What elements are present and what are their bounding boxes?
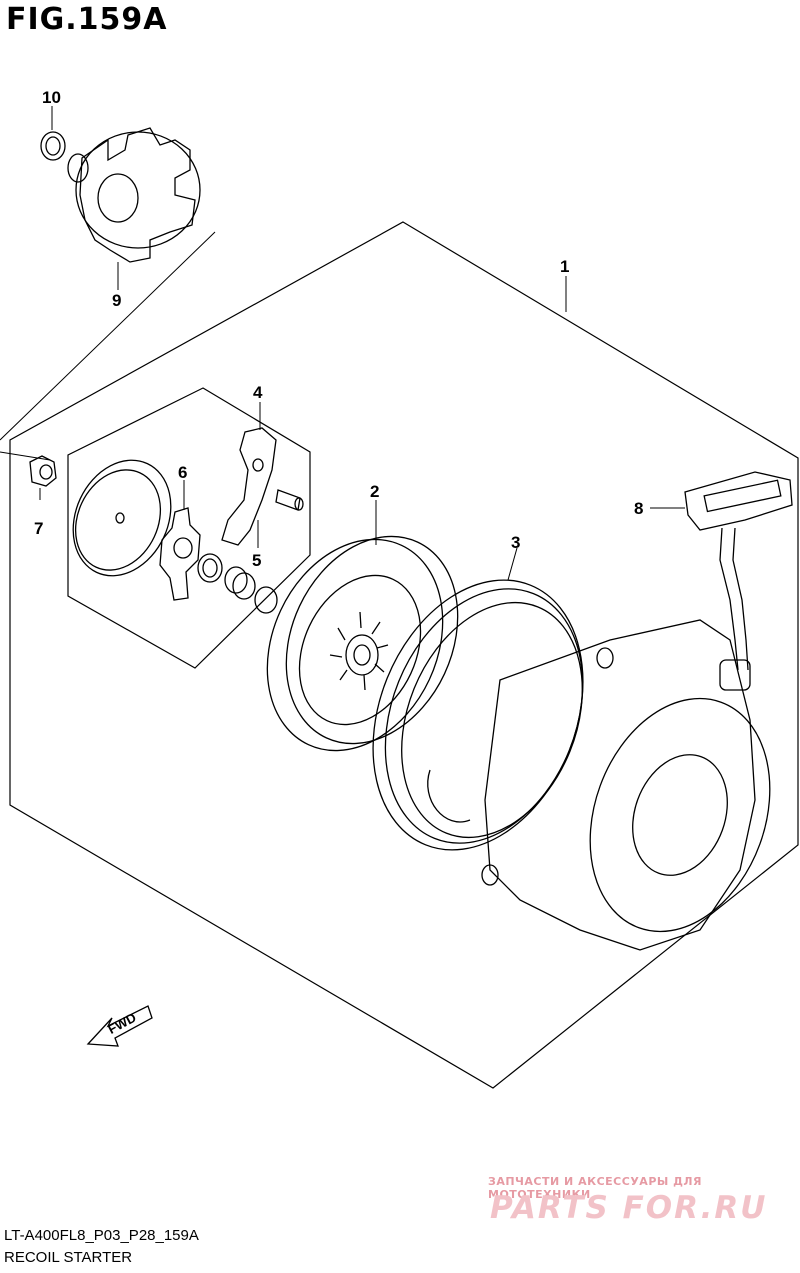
- callout-10: 10: [42, 88, 61, 107]
- callout-7: 7: [34, 519, 43, 538]
- figure-subtitle: RECOIL STARTER: [4, 1249, 133, 1266]
- part-2-reel: [266, 535, 459, 752]
- part-4-pawl: [221, 427, 277, 546]
- subassembly-frame: [67, 387, 311, 669]
- fwd-arrow: [86, 1005, 153, 1047]
- part-5-pin: [275, 489, 304, 511]
- assembly-frame: [9, 221, 799, 1089]
- callout-8: 8: [634, 499, 643, 518]
- part-8-handle: [684, 471, 793, 691]
- part-3-recoil-spring: [372, 579, 584, 851]
- callout-2: 2: [370, 482, 379, 501]
- callout-3: 3: [511, 533, 520, 552]
- starter-housing: [481, 619, 771, 951]
- part-10-oring: [40, 131, 66, 161]
- figure-title: FIG.159A: [6, 2, 168, 37]
- spring-set: [197, 553, 278, 614]
- callout-1: 1: [560, 257, 569, 276]
- friction-plate: [72, 459, 172, 577]
- watermark-logo: PARTS FOR.RU: [490, 1190, 768, 1226]
- part-6-guide: [159, 507, 201, 601]
- callout-6: 6: [178, 463, 187, 482]
- leader-lines: [0, 106, 685, 581]
- watermark-tagline: ЗАПЧАСТИ И АКСЕССУАРЫ ДЛЯ МОТОТЕХНИКИ: [488, 1175, 703, 1201]
- part-9-drive-cup: [67, 127, 201, 263]
- callout-5: 5: [252, 551, 261, 570]
- figure-code: LT-A400FL8_P03_P28_159A: [4, 1227, 199, 1244]
- part-7-nut: [29, 455, 57, 487]
- callout-9: 9: [112, 291, 121, 310]
- callout-4: 4: [253, 383, 263, 402]
